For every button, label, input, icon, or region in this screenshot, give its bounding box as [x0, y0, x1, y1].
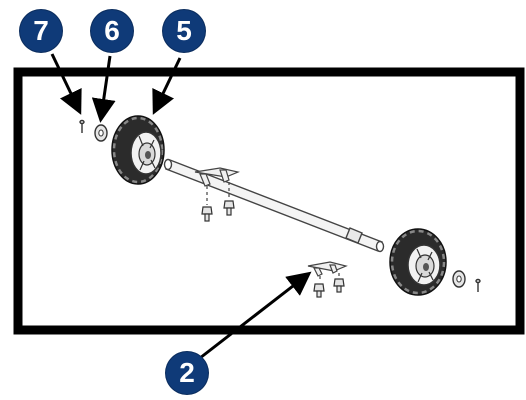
left-axle-bracket — [194, 167, 240, 205]
callout-label-5: 5 — [176, 15, 192, 46]
arrow-6 — [91, 55, 116, 123]
callout-badge-2: 2 — [166, 352, 208, 394]
right-wheel — [389, 228, 447, 296]
right-washer — [452, 270, 466, 288]
right-axle-bracket — [307, 261, 348, 282]
right-bolts — [313, 278, 345, 298]
left-wheel — [111, 115, 165, 185]
callout-label-7: 7 — [33, 15, 49, 46]
axle — [163, 158, 385, 253]
callout-arrows — [50, 53, 312, 360]
callout-badge-7: 7 — [20, 10, 62, 52]
callout-badge-6: 6 — [91, 10, 133, 52]
left-bolts — [201, 200, 235, 222]
arrow-2 — [199, 271, 312, 360]
left-pin — [79, 119, 85, 133]
callout-badge-5: 5 — [163, 10, 205, 52]
right-pin — [475, 278, 481, 292]
arrow-7 — [50, 53, 82, 115]
callout-label-2: 2 — [179, 357, 195, 388]
diagram-frame — [13, 67, 525, 335]
arrow-5 — [152, 57, 182, 115]
left-washer — [94, 124, 108, 142]
callout-label-6: 6 — [104, 15, 120, 46]
